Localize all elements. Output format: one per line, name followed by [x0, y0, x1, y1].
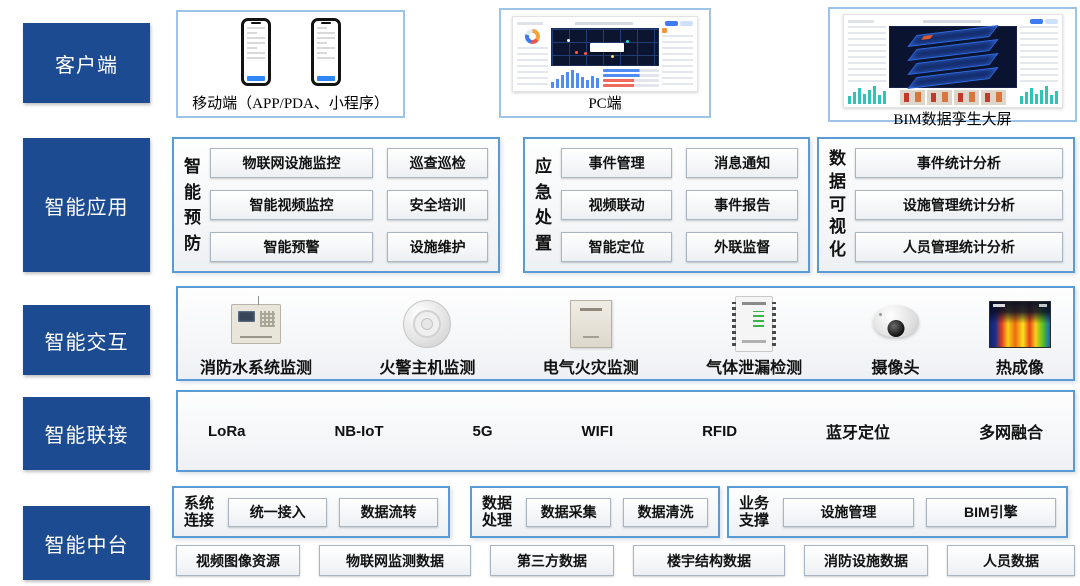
group-smart-prevention: 智能预防 物联网设施监控 巡查巡检 智能视频监控 安全培训 智能预警 设施维护 — [172, 137, 500, 273]
bim-dashboard-icon — [842, 14, 1063, 108]
fire-water-panel-icon — [231, 295, 281, 353]
app-box: 设施维护 — [387, 232, 488, 262]
group-side-label: 应急处置 — [535, 157, 552, 253]
client-card-caption: PC端 — [588, 96, 622, 112]
client-card-bim: BIM数据孪生大屏 — [828, 7, 1077, 128]
device-camera: 摄像头 — [870, 295, 922, 378]
bar-chart-icon — [1019, 86, 1058, 104]
row-label-platform: 智能中台 — [23, 506, 150, 580]
row-label-interaction: 智能交互 — [23, 305, 150, 375]
platform-data-row: 视频图像资源 物联网监测数据 第三方数据 楼宇结构数据 消防设施数据 人员数据 — [176, 545, 1075, 576]
client-card-mobile: 移动端（APP/PDA、小程序） — [176, 10, 405, 118]
device-caption: 摄像头 — [871, 360, 920, 377]
connection-item: WIFI — [581, 422, 614, 440]
device-caption: 气体泄漏检测 — [706, 360, 803, 377]
client-card-caption: BIM数据孪生大屏 — [893, 112, 1012, 128]
mobile-phones-icon — [240, 18, 341, 86]
gas-detector-icon — [732, 295, 777, 353]
thermal-image-icon — [988, 295, 1051, 353]
app-box: 视频联动 — [560, 190, 673, 220]
group-side-label: 系统连接 — [184, 494, 215, 529]
electrical-cabinet-icon — [569, 295, 612, 353]
group-data-processing: 数据处理 数据采集 数据清洗 — [470, 486, 720, 538]
data-box: 楼宇结构数据 — [633, 545, 785, 576]
app-box: 人员管理统计分析 — [854, 232, 1063, 262]
data-box: 视频图像资源 — [176, 545, 300, 576]
row-label-client: 客户端 — [23, 23, 150, 103]
app-box: 设施管理统计分析 — [854, 190, 1063, 220]
platform-box: 数据流转 — [339, 497, 438, 527]
group-side-label: 数据处理 — [482, 494, 513, 529]
floorplan-map-icon — [551, 28, 659, 66]
group-smart-interaction: 消防水系统监测 火警主机监测 电气火灾监测 气体泄漏检测 — [176, 286, 1075, 381]
group-data-visualization: 数据可视化 事件统计分析 设施管理统计分析 人员管理统计分析 — [817, 137, 1075, 273]
app-box: 事件管理 — [560, 148, 673, 178]
platform-box: 数据清洗 — [623, 497, 708, 527]
client-card-caption: 移动端（APP/PDA、小程序） — [192, 96, 389, 112]
phone-mockup-icon — [310, 18, 341, 86]
app-box: 事件报告 — [686, 190, 798, 220]
bim-3d-floors-icon — [888, 24, 1017, 90]
data-box: 第三方数据 — [490, 545, 614, 576]
data-box: 消防设施数据 — [804, 545, 928, 576]
device-thermal: 热成像 — [988, 295, 1051, 378]
dome-camera-icon — [870, 295, 922, 353]
app-box: 事件统计分析 — [854, 148, 1063, 178]
app-box: 外联监督 — [686, 232, 798, 262]
group-business-support: 业务支撑 设施管理 BIM引擎 — [727, 486, 1068, 538]
group-system-connect: 系统连接 统一接入 数据流转 — [172, 486, 450, 538]
group-side-label: 数据可视化 — [829, 149, 846, 259]
connection-item: RFID — [702, 422, 738, 440]
group-smart-connection: LoRa NB-IoT 5G WIFI RFID 蓝牙定位 多网融合 — [176, 390, 1075, 472]
platform-box: BIM引擎 — [925, 497, 1056, 527]
platform-box: 设施管理 — [783, 497, 914, 527]
app-box: 智能视频监控 — [209, 190, 374, 220]
row-label-connection: 智能联接 — [23, 397, 150, 470]
device-caption: 消防水系统监测 — [200, 360, 313, 377]
row-label-applications: 智能应用 — [23, 138, 150, 272]
device-caption: 火警主机监测 — [379, 360, 476, 377]
group-side-label: 业务支撑 — [739, 494, 770, 529]
connection-item: NB-IoT — [334, 422, 384, 440]
device-caption: 热成像 — [995, 360, 1044, 377]
app-box: 智能预警 — [209, 232, 374, 262]
client-card-pc: PC端 — [499, 8, 711, 118]
app-box: 物联网设施监控 — [209, 148, 374, 178]
bar-chart-icon — [551, 68, 599, 88]
app-box: 安全培训 — [387, 190, 488, 220]
connection-item: 多网融合 — [978, 425, 1043, 442]
group-side-label: 智能预防 — [184, 157, 201, 253]
platform-box: 统一接入 — [228, 497, 328, 527]
device-gas-leak: 气体泄漏检测 — [706, 295, 802, 378]
connection-item: 蓝牙定位 — [826, 425, 891, 442]
data-box: 物联网监测数据 — [319, 545, 471, 576]
app-box: 智能定位 — [560, 232, 673, 262]
data-box: 人员数据 — [947, 545, 1075, 576]
donut-chart-icon — [525, 29, 540, 44]
device-caption: 电气火灾监测 — [542, 360, 639, 377]
app-box: 消息通知 — [686, 148, 798, 178]
phone-mockup-icon — [240, 18, 271, 86]
connection-item: 5G — [472, 422, 493, 440]
bar-chart-icon — [847, 86, 886, 104]
connection-item: LoRa — [208, 422, 246, 440]
device-electrical-fire: 电气火灾监测 — [543, 295, 639, 378]
smoke-detector-icon — [403, 295, 452, 353]
platform-box: 数据采集 — [526, 497, 612, 527]
device-fire-alarm: 火警主机监测 — [379, 295, 475, 378]
pc-dashboard-icon — [512, 16, 698, 92]
camera-thumbnails-icon — [889, 90, 1017, 105]
device-fire-water: 消防水系统监测 — [200, 295, 312, 378]
app-box: 巡查巡检 — [387, 148, 488, 178]
group-emergency-response: 应急处置 事件管理 消息通知 视频联动 事件报告 智能定位 外联监督 — [523, 137, 810, 273]
